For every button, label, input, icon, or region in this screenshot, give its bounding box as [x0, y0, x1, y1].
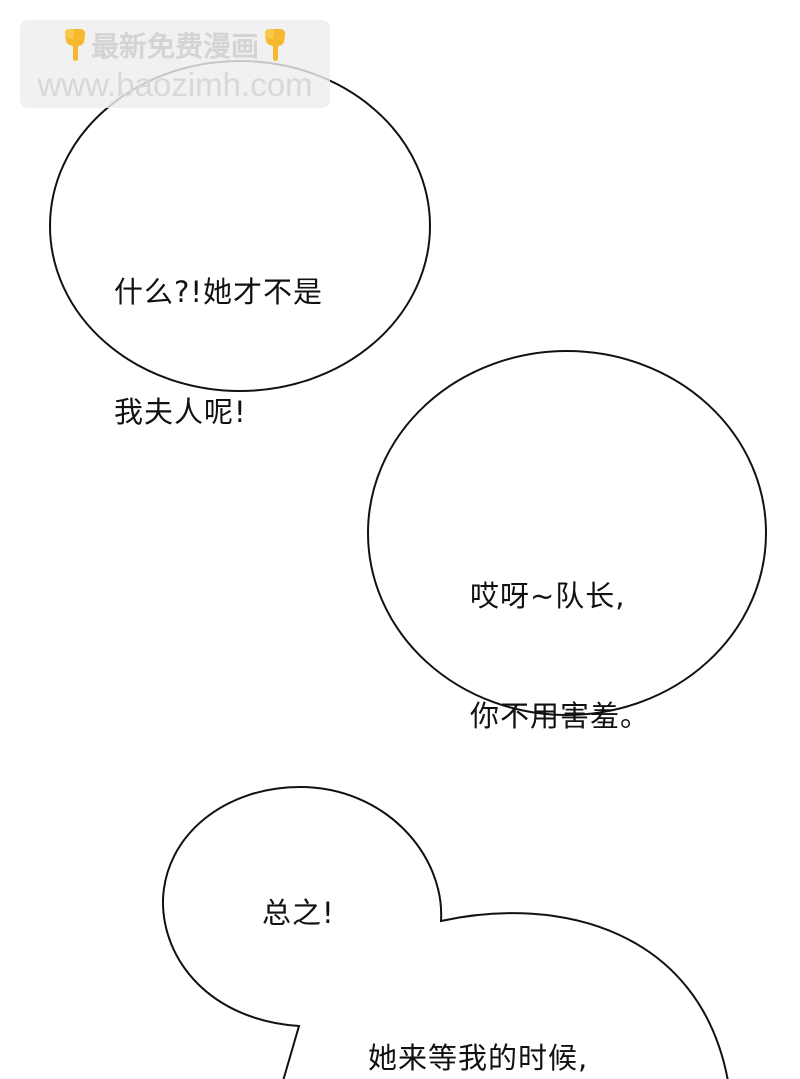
- bubble-1-line-1: 什么?!她才不是: [114, 275, 324, 309]
- pointing-down-hand-icon: [61, 27, 89, 63]
- watermark-title-row: 最新免费漫画: [32, 26, 318, 64]
- speech-bubble-1-text: 什么?!她才不是 我夫人呢!: [114, 192, 323, 512]
- bubble-2-line-1: 哎呀~队长,: [470, 579, 626, 613]
- bubble-2-line-2: 你不用害羞。: [470, 699, 651, 733]
- speech-bubble-3-text-1: 总之!: [262, 896, 335, 930]
- pointing-down-hand-icon: [261, 27, 289, 63]
- speech-bubble-2-text: 哎呀~队长, 你不用害羞。: [470, 496, 650, 816]
- speech-bubble-3-text-2: 她来等我的时候,: [368, 1041, 589, 1075]
- watermark-title: 最新免费漫画: [90, 30, 259, 63]
- site-watermark: 最新免费漫画 www.baozimh.com: [20, 20, 330, 108]
- bubble-1-line-2: 我夫人呢!: [114, 395, 247, 429]
- speech-bubble-2-outline: [367, 350, 767, 716]
- watermark-url: www.baozimh.com: [37, 66, 313, 103]
- speech-bubble-3-outline: [161, 785, 729, 1079]
